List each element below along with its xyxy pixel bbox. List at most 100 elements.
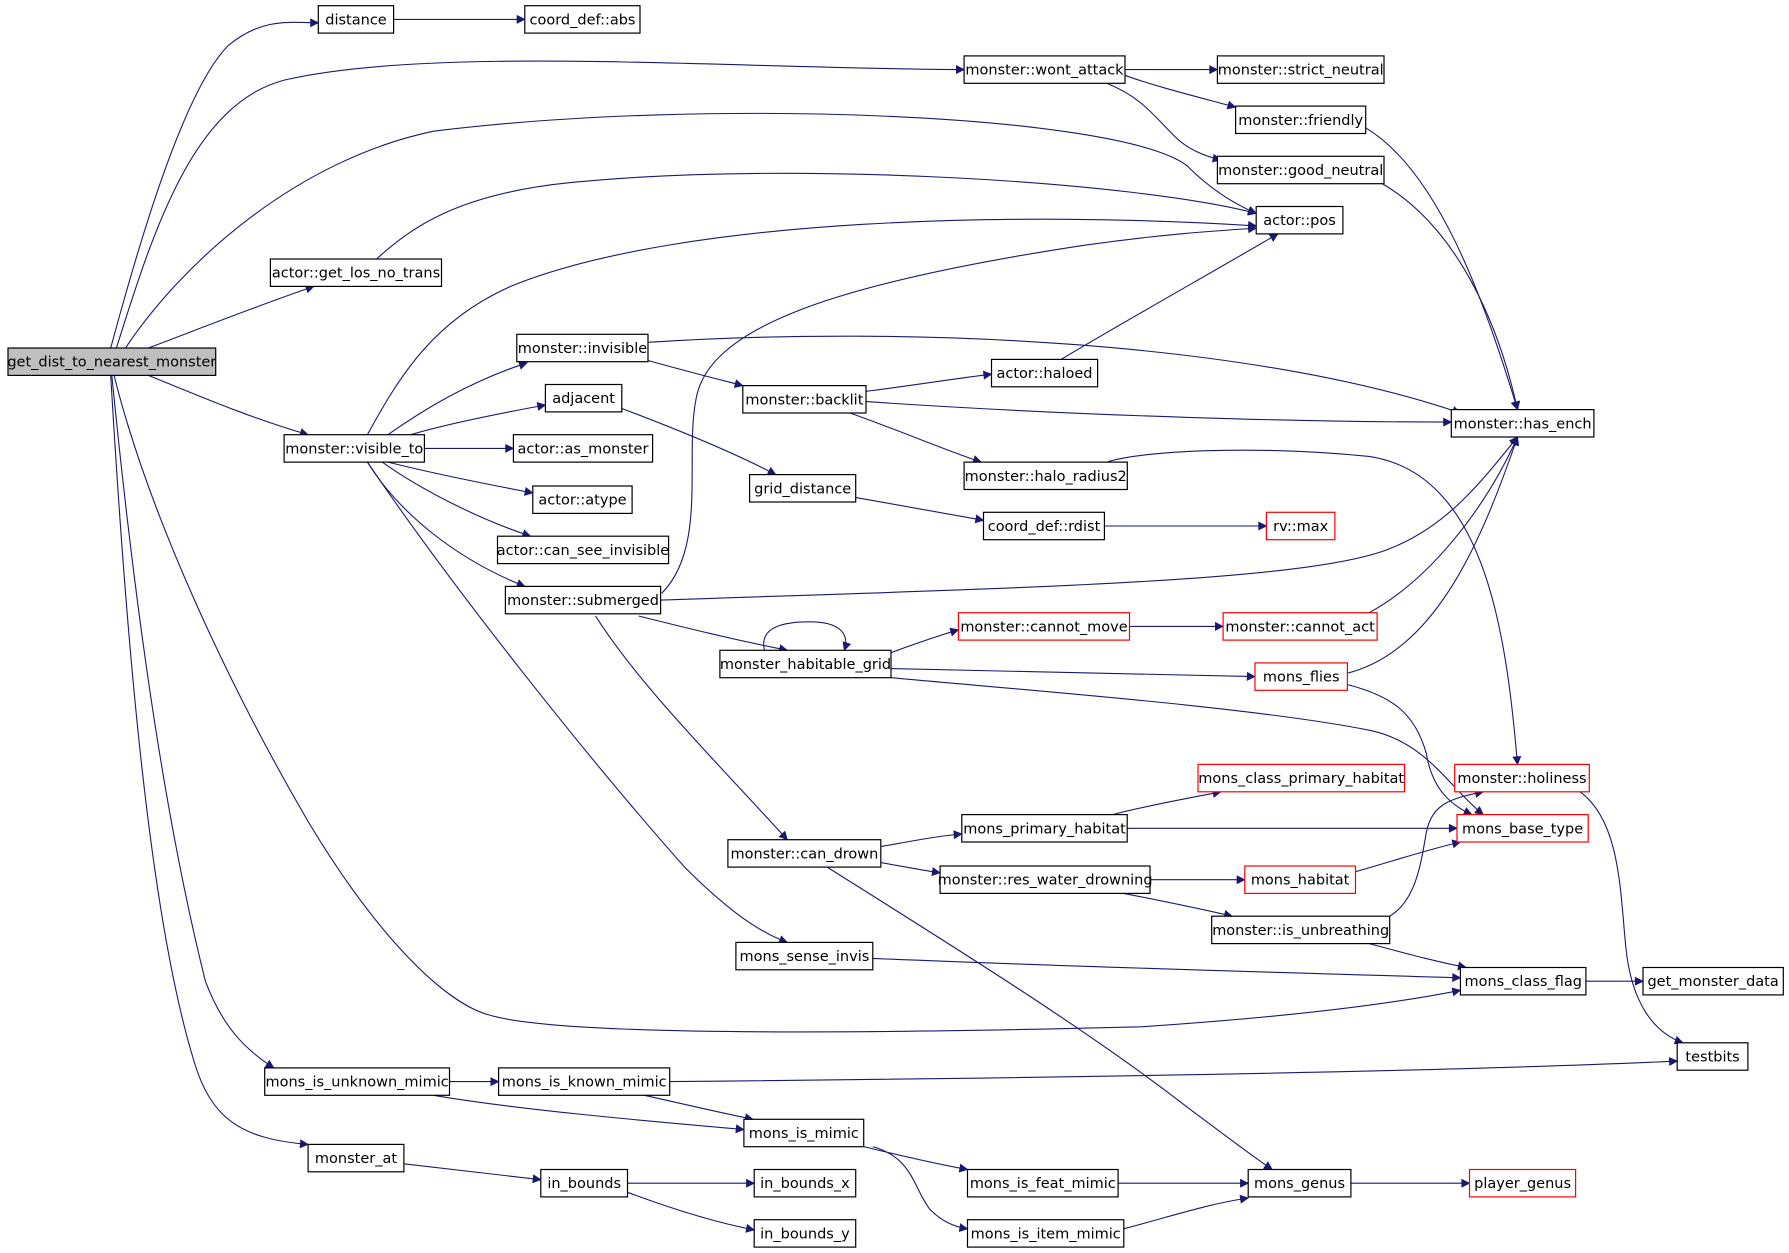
- node-in-bounds-y[interactable]: in_bounds_y: [753, 1219, 857, 1248]
- node-testbits[interactable]: testbits: [1676, 1042, 1749, 1071]
- node-box: [742, 385, 867, 414]
- edge-mons_flies-to-base_type: [1347, 684, 1473, 816]
- edge-root-to-actor_pos: [125, 112, 1258, 349]
- node-player-genus[interactable]: player_genus: [1468, 1168, 1577, 1198]
- node-coord-abs[interactable]: coord_def::abs: [524, 5, 641, 34]
- node-box: [264, 1067, 451, 1096]
- node-label: monster::holiness: [1457, 771, 1586, 787]
- node-friendly[interactable]: monster::friendly: [1234, 105, 1367, 135]
- node-adjacent[interactable]: adjacent: [544, 383, 623, 413]
- node-known-mimic[interactable]: mons_is_known_mimic: [498, 1067, 671, 1096]
- node-box: [544, 383, 623, 413]
- node-item-mimic[interactable]: mons_is_item_mimic: [966, 1219, 1125, 1248]
- edge-monster_at-to-in_bounds: [403, 1163, 542, 1184]
- edge-submerged-to-has_ench: [660, 436, 1519, 601]
- node-box: [743, 1118, 865, 1148]
- node-coord-rdist[interactable]: coord_def::rdist: [982, 511, 1106, 541]
- node-label: mons_primary_habitat: [963, 821, 1126, 837]
- node-habitable-grid[interactable]: monster_habitable_grid: [719, 649, 892, 679]
- edge-item_mimic-to-mons_genus: [1123, 1194, 1250, 1230]
- node-box: [540, 1168, 629, 1198]
- node-holiness[interactable]: monster::holiness: [1454, 763, 1590, 793]
- node-label: adjacent: [552, 391, 615, 407]
- node-get-monster-data[interactable]: get_monster_data: [1642, 966, 1784, 996]
- node-label: monster_habitable_grid: [720, 657, 891, 673]
- node-can-see-invis[interactable]: actor::can_see_invisible: [497, 535, 669, 565]
- node-is-mimic[interactable]: mons_is_mimic: [743, 1118, 865, 1148]
- node-box: [963, 461, 1128, 491]
- node-invisible[interactable]: monster::invisible: [516, 333, 649, 363]
- edge-submerged-to-actor_pos: [661, 224, 1258, 594]
- edge-habitable_grid-to-habitable_grid: [763, 621, 852, 652]
- node-visible-to[interactable]: monster::visible_to: [283, 434, 426, 463]
- node-get-los[interactable]: actor::get_los_no_trans: [269, 258, 443, 287]
- node-box: [990, 358, 1099, 388]
- node-haloed[interactable]: actor::haloed: [990, 358, 1099, 388]
- node-primary-habitat[interactable]: mons_primary_habitat: [961, 813, 1128, 843]
- node-class-primary-habitat[interactable]: mons_class_primary_habitat: [1197, 763, 1406, 793]
- node-mons-flies[interactable]: mons_flies: [1254, 662, 1349, 691]
- node-box: [1468, 1168, 1577, 1198]
- node-mons-habitat[interactable]: mons_habitat: [1244, 865, 1357, 894]
- node-cannot-act[interactable]: monster::cannot_act: [1222, 612, 1378, 641]
- node-is-unbreathing[interactable]: monster::is_unbreathing: [1211, 915, 1391, 945]
- node-can-drown[interactable]: monster::can_drown: [727, 839, 882, 868]
- node-label: grid_distance: [754, 481, 851, 497]
- node-grid-distance[interactable]: grid_distance: [748, 474, 857, 503]
- node-label: mons_is_item_mimic: [971, 1226, 1121, 1242]
- node-feat-mimic[interactable]: mons_is_feat_mimic: [966, 1168, 1119, 1198]
- node-box: [748, 474, 857, 503]
- node-box: [307, 1143, 405, 1173]
- node-label: monster::good_neutral: [1218, 163, 1383, 179]
- node-label: actor::can_see_invisible: [497, 543, 669, 559]
- node-label: monster::submerged: [507, 593, 659, 609]
- edge-unknown_mimic-to-is_mimic: [433, 1094, 745, 1134]
- node-res-water[interactable]: monster::res_water_drowning: [938, 865, 1153, 894]
- node-box: [317, 5, 395, 34]
- node-sense-invis[interactable]: mons_sense_invis: [735, 941, 874, 971]
- node-box: [1244, 865, 1357, 894]
- node-label: actor::as_monster: [518, 441, 649, 457]
- node-label: mons_class_flag: [1464, 974, 1581, 990]
- node-unknown-mimic[interactable]: mons_is_unknown_mimic: [264, 1067, 451, 1096]
- edge-res_water-to-is_unbreathing: [1123, 892, 1234, 919]
- node-atype[interactable]: actor::atype: [532, 485, 633, 514]
- node-label: testbits: [1685, 1050, 1739, 1066]
- node-in-bounds[interactable]: in_bounds: [540, 1168, 629, 1198]
- node-base-type[interactable]: mons_base_type: [1456, 813, 1589, 843]
- node-halo-radius2[interactable]: monster::halo_radius2: [963, 461, 1128, 491]
- node-submerged[interactable]: monster::submerged: [504, 585, 662, 615]
- node-strict-neutral[interactable]: monster::strict_neutral: [1216, 55, 1385, 84]
- node-label: mons_genus: [1254, 1176, 1345, 1192]
- edges-layer: [110, 14, 1684, 1233]
- edge-mons_habitat-to-base_type: [1355, 839, 1462, 873]
- edge-visible_to-to-invisible: [387, 361, 528, 436]
- node-has-ench[interactable]: monster::has_ench: [1450, 409, 1595, 438]
- edge-habitable_grid-to-cannot_move: [890, 627, 960, 654]
- node-actor-pos[interactable]: actor::pos: [1255, 205, 1344, 235]
- node-box: [532, 485, 633, 514]
- node-wont-attack[interactable]: monster::wont_attack: [963, 55, 1126, 84]
- node-as-monster[interactable]: actor::as_monster: [512, 434, 654, 463]
- node-box: [966, 1168, 1119, 1198]
- node-cannot-move[interactable]: monster::cannot_move: [957, 612, 1131, 641]
- node-box: [516, 333, 649, 363]
- node-label: coord_def::rdist: [988, 519, 1101, 535]
- node-rv-max[interactable]: rv::max: [1265, 511, 1336, 541]
- node-class-flag[interactable]: mons_class_flag: [1459, 966, 1587, 996]
- node-root[interactable]: get_dist_to_nearest_monster: [7, 347, 216, 376]
- node-box: [498, 1067, 671, 1096]
- node-box: [1222, 612, 1378, 641]
- node-label: in_bounds_x: [760, 1176, 850, 1192]
- node-mons-genus[interactable]: mons_genus: [1247, 1168, 1352, 1198]
- edge-halo_radius2-to-holiness: [1106, 449, 1522, 766]
- node-distance[interactable]: distance: [317, 5, 395, 34]
- node-monster-at[interactable]: monster_at: [307, 1143, 405, 1173]
- edge-mons_flies-to-has_ench: [1347, 436, 1520, 674]
- node-label: in_bounds_y: [760, 1226, 850, 1242]
- nodes-layer: get_dist_to_nearest_monster distance coord…: [7, 5, 1784, 1248]
- edge-can_drown-to-res_water: [880, 862, 941, 877]
- node-good-neutral[interactable]: monster::good_neutral: [1216, 155, 1385, 185]
- node-backlit[interactable]: monster::backlit: [742, 385, 867, 414]
- node-in-bounds-x[interactable]: in_bounds_x: [753, 1168, 857, 1198]
